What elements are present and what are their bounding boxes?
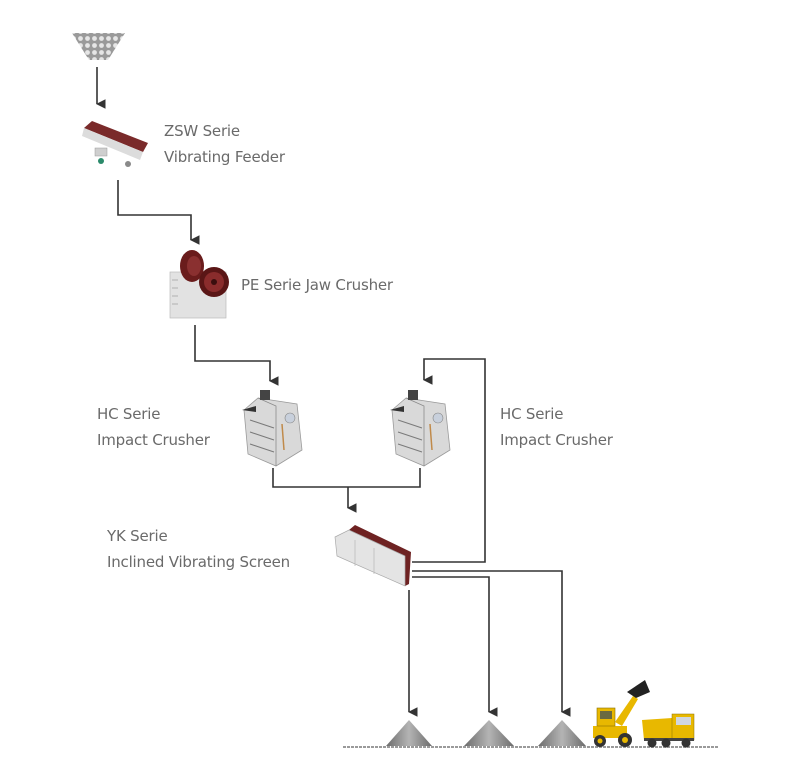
stockpile-icon	[386, 720, 432, 746]
flow-jaw-to-impact1	[194, 325, 279, 386]
flow-screen-to-pile3	[412, 570, 571, 717]
label-line: PE Serie Jaw Crusher	[241, 276, 393, 294]
label-line: HC Serie	[97, 405, 161, 423]
label-line: HC Serie	[500, 405, 564, 423]
flow-impact1-to-screen	[272, 468, 421, 488]
label-line: Impact Crusher	[500, 431, 613, 449]
label-line: YK Serie	[107, 527, 168, 545]
hopper-icon	[72, 33, 125, 60]
label-vibrating-feeder: ZSW Serie Vibrating Feeder	[164, 118, 285, 170]
label-line: ZSW Serie	[164, 122, 240, 140]
flow-screen-return-to-impact2	[412, 358, 486, 563]
label-line: Inclined Vibrating Screen	[107, 553, 290, 571]
label-impact-crusher-right: HC Serie Impact Crusher	[500, 401, 613, 453]
label-impact-crusher-left: HC Serie Impact Crusher	[97, 401, 210, 453]
label-jaw-crusher: PE Serie Jaw Crusher	[241, 272, 393, 298]
dump-truck-icon	[642, 713, 695, 748]
flow-screen-to-pile2	[412, 576, 498, 717]
stockpile-icon	[538, 720, 586, 746]
stockpile-icon	[464, 720, 514, 746]
impact-crusher-icon	[242, 390, 303, 467]
label-vibrating-screen: YK Serie Inclined Vibrating Screen	[107, 523, 290, 575]
jaw-crusher-icon	[169, 250, 229, 319]
flow-feeder-to-jaw	[117, 180, 200, 245]
flow-lines	[96, 67, 571, 717]
vibrating-screen-icon	[334, 525, 411, 587]
vibrating-feeder-icon	[82, 121, 148, 167]
wheel-loader-icon	[593, 680, 650, 747]
label-line: Impact Crusher	[97, 431, 210, 449]
label-line: Vibrating Feeder	[164, 148, 285, 166]
impact-crusher-icon	[390, 390, 451, 467]
